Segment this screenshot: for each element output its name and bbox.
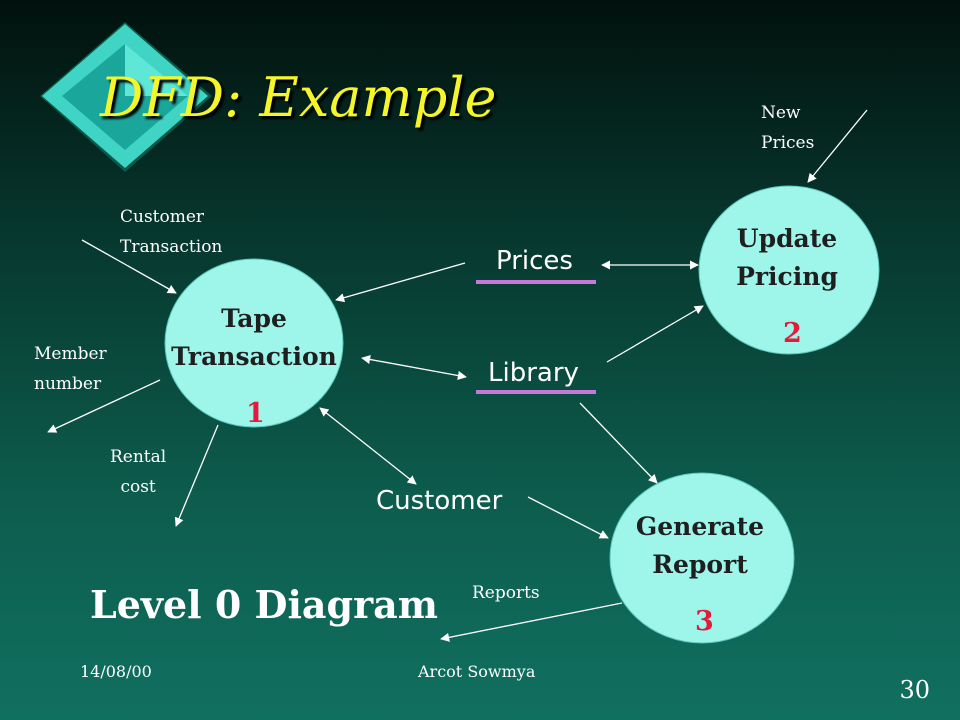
flow-library-update (606, 305, 704, 363)
label-customer-transaction: Customer Transaction (120, 207, 223, 257)
store-customer-label: Customer (376, 486, 503, 516)
process-3-number: 3 (695, 606, 714, 637)
process-2-label: Update Pricing (736, 224, 838, 291)
process-1-label: Tape Transaction (171, 304, 337, 371)
flow-prices-to-tape (335, 262, 466, 303)
page-number: 30 (899, 676, 930, 704)
process-2-number: 2 (783, 318, 802, 349)
process-3-label: Generate Report (635, 512, 765, 579)
flow-new-prices (807, 109, 868, 183)
diamond-bullet-icon (40, 22, 212, 172)
footer-date: 14/08/00 (80, 662, 152, 681)
flow-customer-transaction (81, 239, 177, 294)
label-rental-cost: Rental cost (110, 447, 167, 497)
flow-reports (440, 602, 623, 642)
process-1-number: 1 (246, 398, 265, 429)
label-member-number: Member number (34, 344, 107, 394)
process-3-circle[interactable] (609, 472, 795, 644)
store-prices-label: Prices (496, 246, 573, 276)
label-new-prices: New Prices (761, 103, 815, 153)
footer-author: Arcot Sowmya (418, 662, 536, 681)
label-reports: Reports (472, 583, 540, 603)
flow-tape-library (361, 354, 467, 381)
flow-member-number (47, 379, 161, 433)
level-0-heading: Level 0 Diagram (90, 582, 438, 627)
process-2-circle[interactable] (698, 185, 880, 355)
process-1-circle[interactable] (164, 258, 344, 428)
flow-customer-report (527, 496, 609, 539)
flow-rental-cost (174, 424, 219, 527)
slide-title: DFD: Example (100, 66, 497, 129)
flow-library-report (579, 402, 658, 484)
store-library-label: Library (488, 358, 579, 388)
flow-tape-customer (319, 407, 417, 485)
